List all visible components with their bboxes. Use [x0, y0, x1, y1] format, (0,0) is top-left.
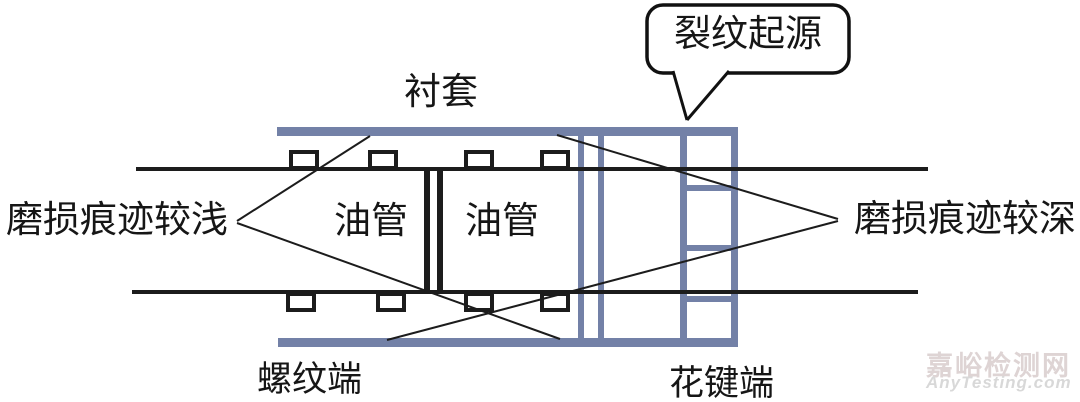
thread-tooth-icon: [289, 150, 319, 170]
thread-tooth-icon: [540, 150, 570, 170]
spline-rung-2: [687, 245, 731, 251]
callout-bubble: [645, 3, 851, 75]
tubing-group: [132, 150, 928, 312]
tube-top-wall-line: [136, 167, 928, 171]
sleeve-group: [277, 127, 738, 347]
leader-wear-shallow-lower: [236, 222, 561, 340]
watermark-en: AnyTesting.com: [926, 373, 1072, 392]
tube-bottom-wall-line: [132, 290, 918, 294]
sleeve-label: 衬套: [404, 72, 478, 113]
thread-tooth-icon: [464, 150, 494, 170]
wear-shallow-label: 磨损痕迹较浅: [6, 200, 228, 241]
sleeve-top-bar: [277, 127, 738, 136]
watermark-cn: 嘉峪检测网: [926, 351, 1071, 381]
spline-end-label: 花键端: [669, 364, 775, 402]
callout-tail-fill: [672, 69, 730, 121]
spline-vertical-line: [680, 131, 687, 341]
crack-origin-label: 裂纹起源: [674, 14, 822, 55]
sleeve-bottom-bar: [278, 338, 738, 347]
leader-wear-shallow-upper: [236, 135, 371, 222]
tube-left-label: 油管: [334, 201, 408, 242]
wear-deep-label: 磨损痕迹较深: [854, 199, 1076, 240]
leader-wear-deep-upper: [556, 134, 839, 220]
thread-teeth-bottom: [286, 292, 570, 312]
sleeve-inner-line-2: [598, 131, 604, 341]
sleeve-right-edge: [731, 127, 738, 347]
spline-rung-3: [687, 296, 731, 302]
thread-teeth-top: [289, 150, 570, 170]
spline-rung-1: [687, 185, 731, 191]
tube-joint-wall-left: [424, 167, 430, 294]
tube-joint-wall-right: [437, 167, 443, 294]
callout-tail-outline: [671, 70, 731, 121]
threaded-end-label: 螺纹端: [257, 360, 363, 399]
leader-lines: [236, 134, 839, 341]
tube-right-label: 油管: [465, 201, 539, 242]
thread-tooth-icon: [368, 150, 398, 170]
thread-tooth-icon: [376, 292, 406, 312]
sleeve-inner-line-1: [578, 131, 584, 341]
crack-origin-callout: [645, 3, 851, 121]
thread-tooth-icon: [286, 292, 316, 312]
leader-wear-deep-lower: [386, 220, 839, 341]
